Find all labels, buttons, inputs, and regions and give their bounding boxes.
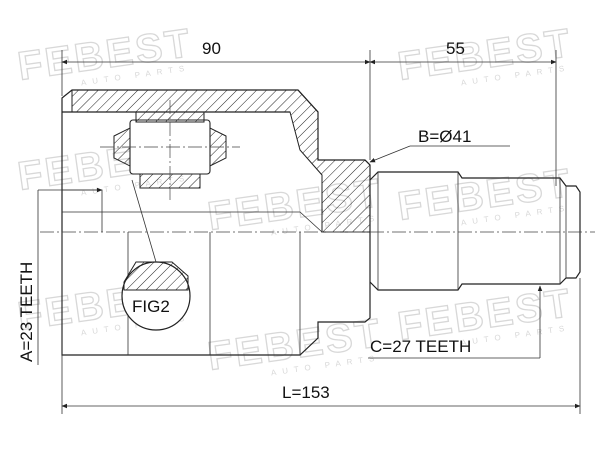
watermark-1: FEBEST AUTO PARTS — [14, 20, 196, 89]
housing — [61, 89, 371, 356]
dim-55-label: 55 — [446, 39, 465, 58]
watermark-group: FEBEST AUTO PARTS FEBEST AUTO PARTS FEBE… — [14, 20, 576, 379]
tripod-roller — [100, 100, 240, 200]
callout-housing-teeth: A=23 TEETH — [17, 187, 103, 365]
dim-total-length: L=153 — [61, 278, 581, 414]
dim-shaft-length: 55 — [369, 39, 557, 186]
callout-diameter: B=Ø41 — [369, 127, 510, 163]
leader-diameter — [369, 145, 411, 163]
fig2-detail: FIG2 — [121, 179, 191, 331]
diameter-label: B=Ø41 — [418, 127, 471, 146]
fig2-label: FIG2 — [132, 297, 170, 316]
housing-teeth-label: A=23 TEETH — [17, 262, 36, 362]
dim-housing-length: 90 — [61, 39, 371, 160]
fig2-leader — [131, 179, 157, 263]
callout-shaft-teeth: C=27 TEETH — [368, 285, 543, 359]
dim-90-label: 90 — [202, 39, 221, 58]
watermark-2: FEBEST AUTO PARTS — [394, 20, 576, 89]
shaft-teeth-label: C=27 TEETH — [370, 337, 471, 356]
total-length-label: L=153 — [282, 383, 330, 402]
fig2-hatch — [123, 261, 189, 291]
